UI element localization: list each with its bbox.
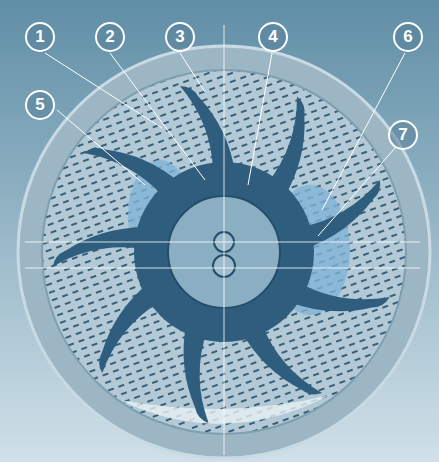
callout-number: 5 — [25, 90, 55, 120]
center-lines — [25, 25, 420, 455]
callout-number: 7 — [388, 120, 418, 150]
callout-number: 2 — [95, 22, 125, 52]
blades — [53, 86, 390, 423]
callout-number: 1 — [25, 22, 55, 52]
leader-lines — [45, 53, 405, 236]
callout-number: 6 — [393, 22, 423, 52]
callout-number: 3 — [165, 22, 195, 52]
callout-number: 4 — [258, 22, 288, 52]
